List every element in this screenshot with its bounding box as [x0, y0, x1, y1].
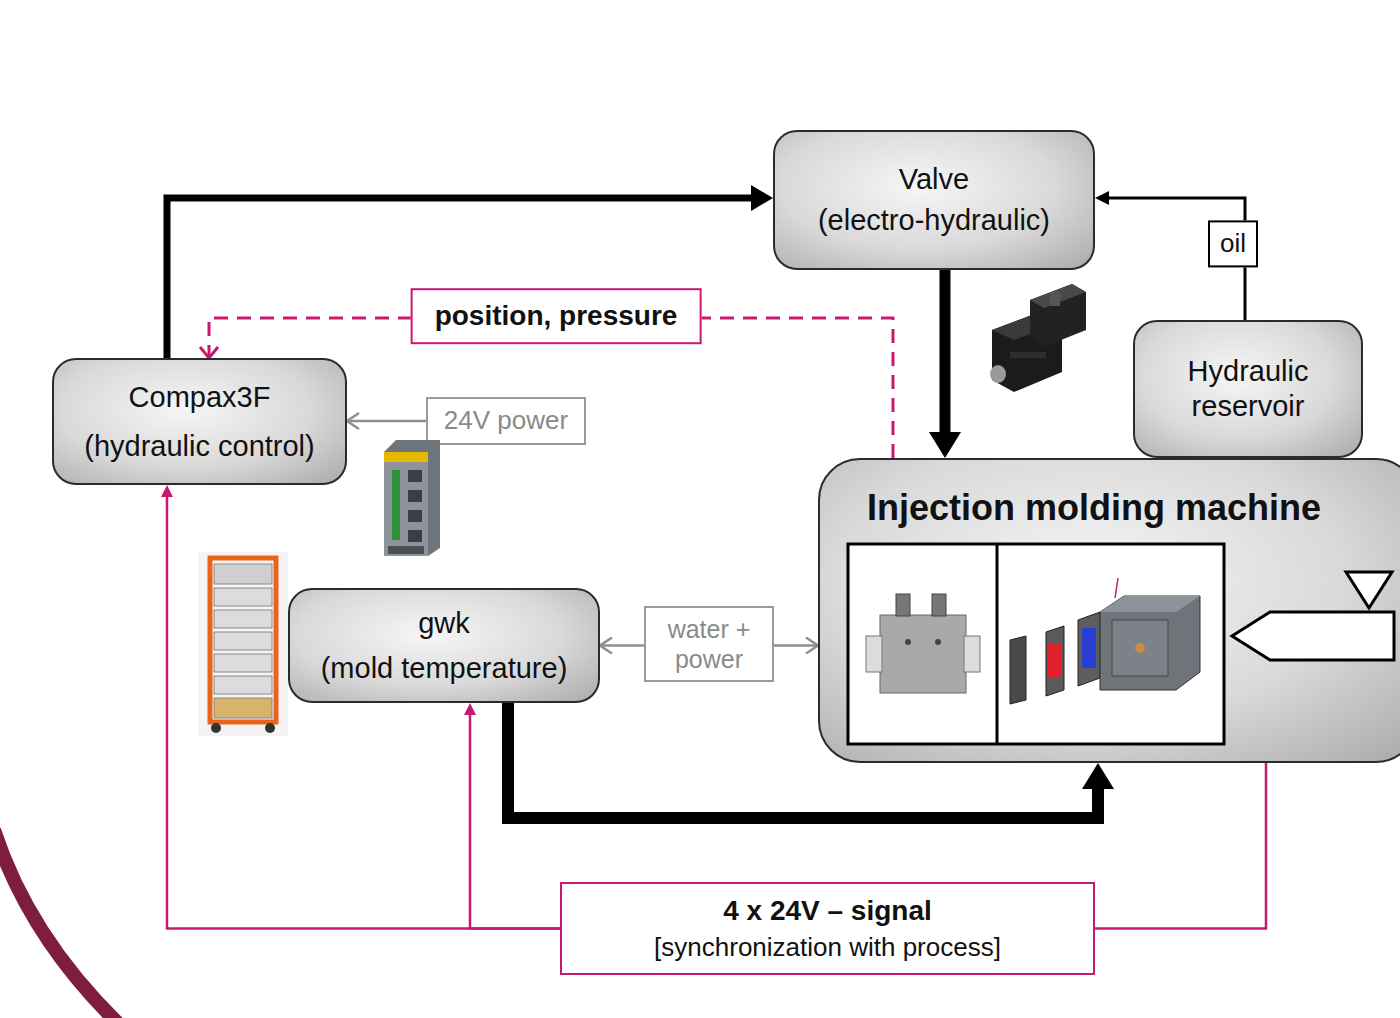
reservoir-box: Hydraulic reservoir	[1133, 320, 1363, 458]
temperature-unit-photo-part	[214, 676, 272, 694]
temperature-unit-photo-part	[211, 723, 221, 733]
temperature-unit-photo-part	[214, 610, 272, 628]
node-title: 24V power	[444, 405, 568, 436]
connector	[470, 715, 560, 929]
connector	[1095, 763, 1266, 929]
mold-illustration-part	[1112, 620, 1168, 676]
controller-photo-part	[408, 490, 422, 502]
temperature-unit-photo-part	[214, 588, 272, 606]
controller-box: Compax3F (hydraulic control)	[52, 358, 347, 485]
mold-illustration-part	[935, 639, 941, 645]
mold-illustration-part	[1046, 626, 1064, 696]
temperature-unit-photo-part	[214, 698, 272, 718]
mold-illustration-part	[1115, 578, 1118, 598]
mold-illustration-part	[964, 636, 980, 672]
controller-photo-part	[384, 452, 428, 462]
controller-photo-part	[408, 530, 422, 542]
machine-box: Injection molding machine	[818, 458, 1400, 763]
temperature-unit-photo-part	[214, 654, 272, 672]
mold-illustration-part	[1100, 596, 1200, 690]
node-title: gwk	[418, 606, 470, 641]
controller-photo-part	[408, 510, 422, 522]
mold-illustration-part	[1135, 643, 1145, 653]
mold-illustration-part	[1010, 636, 1026, 704]
valve-photo-part	[1050, 292, 1060, 306]
controller-photo-part	[384, 440, 440, 556]
temperature-box: gwk (mold temperature)	[288, 588, 600, 703]
valve-photo-part	[990, 365, 1006, 383]
node-title: Compax3F	[129, 380, 271, 415]
node-subtitle: (hydraulic control)	[84, 429, 314, 464]
node-title: Hydraulic reservoir	[1155, 354, 1341, 424]
mold-illustration-part	[1078, 612, 1100, 686]
mold-illustration-part	[905, 639, 911, 645]
node-title: Valve	[899, 162, 969, 197]
mold-illustration-part	[1100, 596, 1200, 612]
temperature-unit-photo-part	[214, 564, 272, 584]
node-subtitle: (electro-hydraulic)	[818, 203, 1050, 238]
temperature-unit-photo-part	[210, 558, 276, 722]
valve-photo-part	[992, 312, 1062, 340]
valve-box: Valve (electro-hydraulic)	[773, 130, 1095, 270]
mold-illustration-part	[880, 615, 966, 693]
connector	[940, 270, 951, 432]
connector	[347, 420, 426, 423]
temperature-unit-photo	[198, 552, 288, 736]
node-title: Injection molding machine	[867, 486, 1321, 529]
mold-illustration-part	[932, 594, 946, 616]
oil-label: oil	[1208, 220, 1258, 267]
mold-illustration-part	[1082, 628, 1096, 668]
corner-arc	[0, 830, 125, 1018]
valve-photo	[990, 284, 1086, 392]
temperature-unit-photo-part	[265, 723, 275, 733]
connector	[167, 198, 751, 358]
nozzle-symbol-part	[1346, 572, 1392, 608]
node-subtitle: [synchronization with process]	[654, 932, 1001, 963]
mold-illustration	[848, 544, 1224, 744]
supply-label: water + power	[644, 606, 774, 682]
connector	[167, 497, 560, 929]
valve-photo-part	[1030, 284, 1086, 308]
temperature-unit-photo-part	[214, 632, 272, 650]
controller-photo-part	[392, 470, 400, 540]
node-title: 4 x 24V – signal	[723, 894, 932, 928]
mold-illustration-part	[1048, 644, 1062, 678]
power-box: 24V power	[426, 397, 586, 445]
controller-photo-part	[384, 452, 428, 556]
nozzle-symbol	[1232, 572, 1394, 660]
mold-illustration-part	[848, 544, 1224, 744]
controller-photo	[384, 440, 440, 556]
mold-illustration-part	[866, 636, 882, 672]
mold-illustration-part	[996, 545, 999, 743]
feedback-label: position, pressure	[411, 288, 702, 344]
temperature-unit-photo-part	[198, 552, 288, 736]
signal-box: 4 x 24V – signal [synchronization with pr…	[560, 882, 1095, 975]
controller-photo-part	[388, 546, 424, 554]
controller-photo-part	[408, 470, 422, 482]
node-subtitle: (mold temperature)	[321, 651, 568, 686]
valve-photo-part	[992, 312, 1062, 392]
mold-illustration-part	[896, 594, 910, 616]
valve-photo-part	[1030, 284, 1086, 346]
valve-photo-part	[1010, 352, 1046, 358]
nozzle-symbol-part	[1232, 612, 1394, 660]
